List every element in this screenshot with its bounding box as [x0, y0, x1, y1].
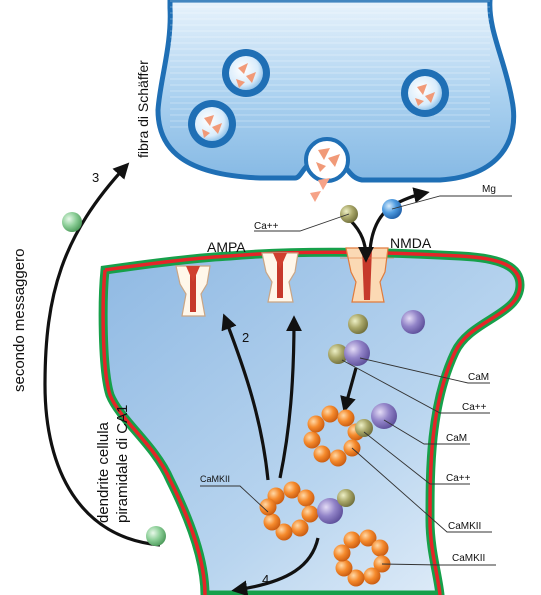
step-1-label: 1 — [290, 318, 297, 333]
calmodulin — [344, 340, 370, 366]
step-3-label: 3 — [92, 170, 99, 185]
second-messenger-molecule — [62, 212, 82, 232]
nmda-label: NMDA — [390, 235, 432, 251]
ampa-label: AMPA — [207, 239, 246, 255]
fusing-vesicle — [306, 139, 348, 181]
vesicle — [222, 49, 270, 97]
second-messenger-molecule — [146, 526, 166, 546]
dendrite-label-line2: piramidale di CA1 — [114, 405, 131, 523]
presynaptic-terminal — [158, 0, 514, 202]
calcium-label-2: Ca++ — [446, 473, 471, 484]
fiber-label: fibra di Schäffer — [135, 60, 151, 158]
calmodulin — [401, 310, 425, 334]
step-4-label: 4 — [262, 572, 269, 587]
second-messenger-label: secondo messaggero — [11, 249, 28, 392]
calcium-ion — [348, 314, 368, 334]
calcium-label-top: Ca++ — [254, 221, 279, 232]
camkii-label-right-1: CaMKII — [448, 521, 481, 532]
vesicle — [188, 100, 236, 148]
neurotransmitter — [310, 178, 330, 202]
vesicle — [401, 69, 449, 117]
calmodulin-label-2: CaM — [446, 433, 467, 444]
step-2-label: 2 — [242, 330, 249, 345]
calcium-label-1: Ca++ — [462, 402, 487, 413]
camkii-label-left: CaMKII — [200, 474, 230, 484]
camkii-label-right-2: CaMKII — [452, 553, 485, 564]
magnesium-label: Mg — [482, 184, 496, 195]
dendrite-label-line1: dendrite cellula — [95, 421, 112, 523]
calmodulin-label-1: CaM — [468, 372, 489, 383]
